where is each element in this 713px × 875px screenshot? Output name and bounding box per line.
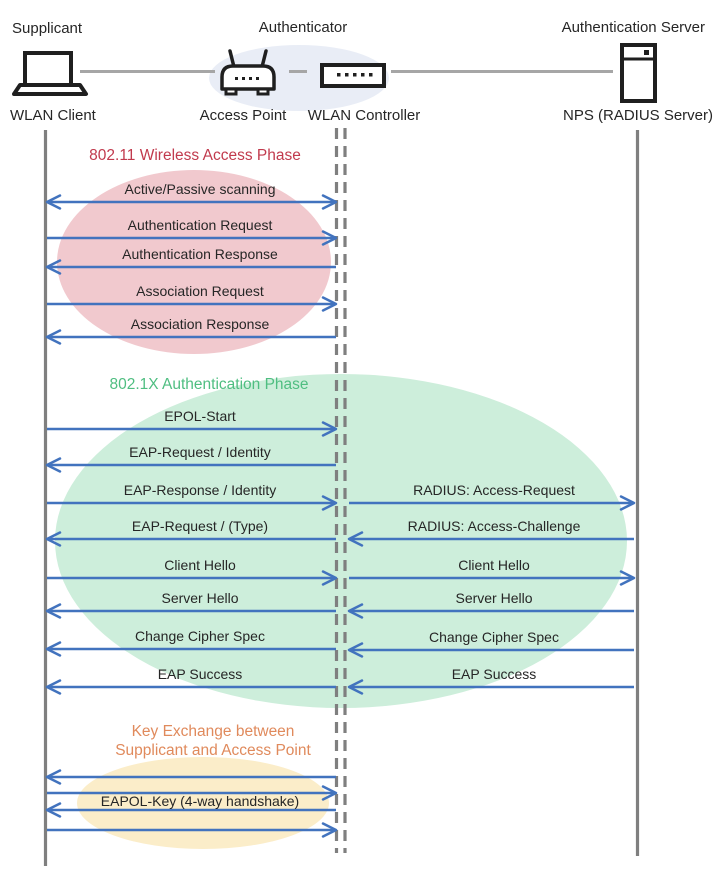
role-label-authenticator: Authenticator	[258, 19, 348, 36]
message-label: EAP Success	[158, 666, 243, 682]
arrowhead	[321, 421, 338, 437]
message-label: EAP-Request / (Type)	[132, 518, 268, 534]
device-label-access-point: Access Point	[199, 107, 287, 124]
arrowhead	[321, 296, 338, 312]
arrowhead	[321, 495, 338, 511]
wlan-controller-icon	[320, 63, 386, 88]
phase-title-key-exchange: Key Exchange between	[132, 723, 295, 740]
message-label: Server Hello	[455, 590, 532, 606]
message-label: Authentication Response	[122, 246, 278, 262]
arrowhead	[321, 570, 338, 586]
message-label: EAPOL-Key (4-way handshake)	[101, 793, 299, 809]
message-label: Client Hello	[164, 557, 236, 573]
role-label-authentication-server: Authentication Server	[561, 19, 705, 36]
laptop-icon	[12, 51, 88, 96]
message-label: Change Cipher Spec	[429, 629, 559, 645]
device-label-wlan-controller: WLAN Controller	[307, 107, 421, 124]
arrowhead	[45, 329, 62, 345]
message-label: Change Cipher Spec	[135, 628, 265, 644]
arrowhead	[45, 603, 62, 619]
message-label: Association Request	[136, 283, 264, 299]
role-label-supplicant: Supplicant	[12, 20, 83, 37]
server-icon	[620, 43, 657, 103]
message-label: Client Hello	[458, 557, 530, 573]
device-label-wlan-client: WLAN Client	[10, 107, 96, 124]
message-label: EPOL-Start	[164, 408, 236, 424]
arrowhead	[45, 259, 62, 275]
arrowhead	[45, 194, 62, 210]
phase-ellipse-wireless-access	[57, 170, 331, 354]
arrowhead	[45, 769, 62, 785]
message-label: EAP-Request / Identity	[129, 444, 271, 460]
phase-title-dot1x-authentication: 802.1X Authentication Phase	[109, 376, 308, 393]
arrowhead	[45, 641, 62, 657]
message-label: Authentication Request	[128, 217, 273, 233]
arrowhead	[45, 679, 62, 695]
arrowhead	[347, 531, 364, 547]
arrowhead	[321, 822, 338, 838]
connector-client-ap	[80, 70, 215, 73]
arrowhead	[619, 495, 636, 511]
message-label: Active/Passive scanning	[125, 181, 276, 197]
phase-ellipse-dot1x-authentication	[55, 374, 627, 708]
message-label: EAP Success	[452, 666, 537, 682]
connector-ap-controller	[289, 70, 307, 73]
arrowhead	[347, 642, 364, 658]
arrowhead	[45, 802, 62, 818]
message-label: Association Response	[131, 316, 270, 332]
message-label: RADIUS: Access-Request	[413, 482, 575, 498]
phase-title-wireless-access: 802.11 Wireless Access Phase	[89, 147, 301, 164]
arrowhead	[619, 570, 636, 586]
arrowhead	[321, 230, 338, 246]
connector-controller-server	[391, 70, 613, 73]
arrowhead	[347, 679, 364, 695]
arrowhead	[45, 531, 62, 547]
phase-title-key-exchange: Supplicant and Access Point	[115, 742, 311, 759]
message-label: Server Hello	[161, 590, 238, 606]
device-label-nps: NPS (RADIUS Server)	[562, 107, 713, 124]
arrowhead	[45, 457, 62, 473]
arrowhead	[321, 194, 338, 210]
arrowhead	[347, 603, 364, 619]
arrowhead	[321, 785, 338, 801]
phase-ellipse-key-exchange	[77, 757, 329, 849]
message-label: EAP-Response / Identity	[124, 482, 277, 498]
access-point-icon	[220, 49, 276, 96]
message-label: RADIUS: Access-Challenge	[408, 518, 581, 534]
